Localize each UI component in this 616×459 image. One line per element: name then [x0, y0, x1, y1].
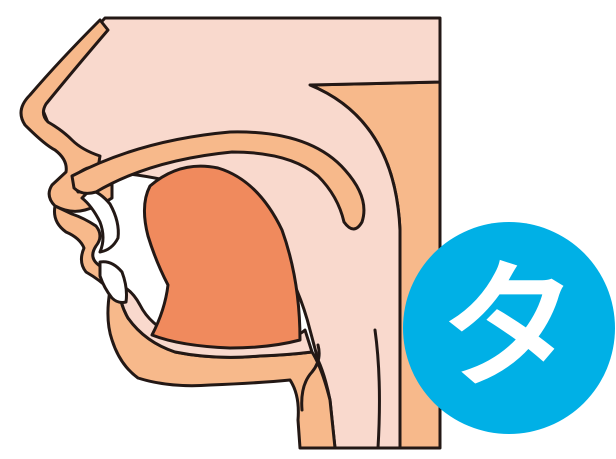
lower-teeth	[100, 262, 127, 303]
kana-badge	[403, 222, 615, 434]
